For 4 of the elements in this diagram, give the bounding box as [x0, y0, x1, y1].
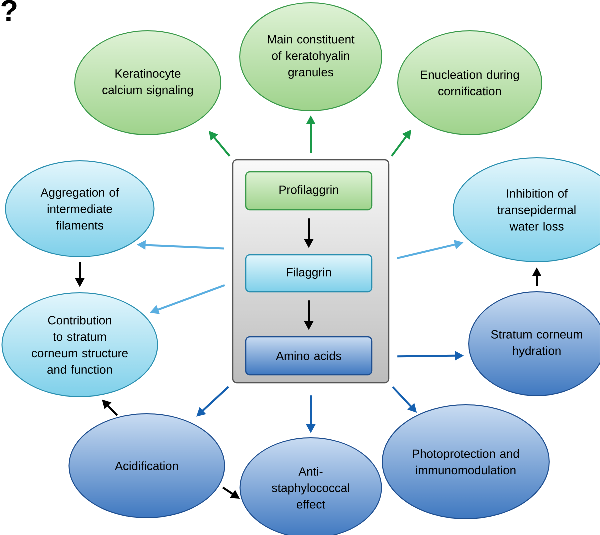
- process-box: Profilaggrin: [245, 171, 373, 211]
- process-box: Amino acids: [245, 336, 373, 376]
- heading-fragment: ?: [2, 0, 17, 22]
- process-box: Filaggrin: [245, 254, 373, 293]
